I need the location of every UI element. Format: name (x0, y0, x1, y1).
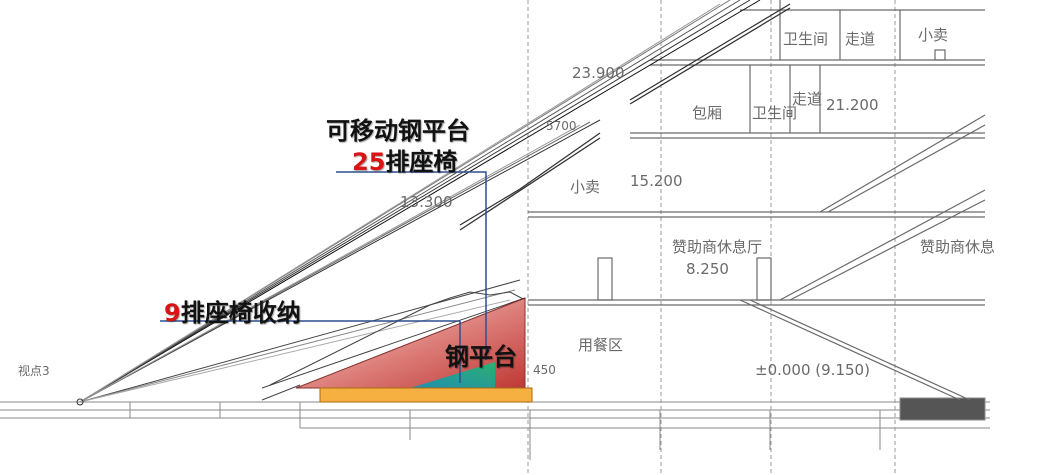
seats-25-number: 25 (352, 148, 386, 176)
dim-450: 450 (533, 363, 556, 377)
upper-tier-seating (459, 3, 791, 231)
steel-platform-label: 钢平台 (445, 343, 517, 371)
viewpoint-label: 视点3 (18, 363, 50, 378)
elev-15200: 15.200 (630, 172, 683, 190)
dim-5700: 5700 (546, 119, 577, 133)
seats-25-text: 排座椅 (385, 148, 458, 176)
seats-9-label: 9排座椅收纳 (164, 293, 301, 328)
ground-structure (0, 397, 990, 460)
elev-0: ±0.000 (9.150) (755, 361, 870, 379)
room-box: 包厢 (692, 104, 722, 122)
seats-9-text: 排座椅收纳 (180, 299, 301, 327)
elev-13300: 13.300 (400, 193, 453, 211)
elev-23900: 23.900 (572, 64, 625, 82)
room-corridor-top: 走道 (845, 30, 875, 48)
callout-lines (160, 171, 487, 383)
room-toilet-top: 卫生间 (783, 30, 828, 48)
building-floors (528, 0, 985, 306)
viewpoint-marker (76, 398, 84, 406)
steel-platform-base (319, 387, 533, 403)
sight-lines (79, 0, 761, 403)
movable-platform-label: 可移动钢平台 (326, 117, 470, 145)
room-kiosk-mid: 小卖 (570, 178, 600, 196)
room-dining: 用餐区 (578, 336, 623, 354)
elev-21200: 21.200 (826, 96, 879, 114)
steel-platform-wedge (410, 362, 495, 388)
room-corridor-mid: 走道 (792, 90, 822, 108)
seats-25-label: 25排座椅 (352, 142, 457, 177)
elev-8250: 8.250 (686, 260, 729, 278)
room-toilet-mid: 卫生间 (752, 104, 797, 122)
seats-9-number: 9 (164, 299, 181, 327)
escalators (739, 114, 986, 401)
room-kiosk-top: 小卖 (918, 26, 948, 44)
room-sponsor-lounge-right: 赞助商休息 (920, 238, 995, 256)
room-sponsor-lounge: 赞助商休息厅 (672, 238, 762, 256)
